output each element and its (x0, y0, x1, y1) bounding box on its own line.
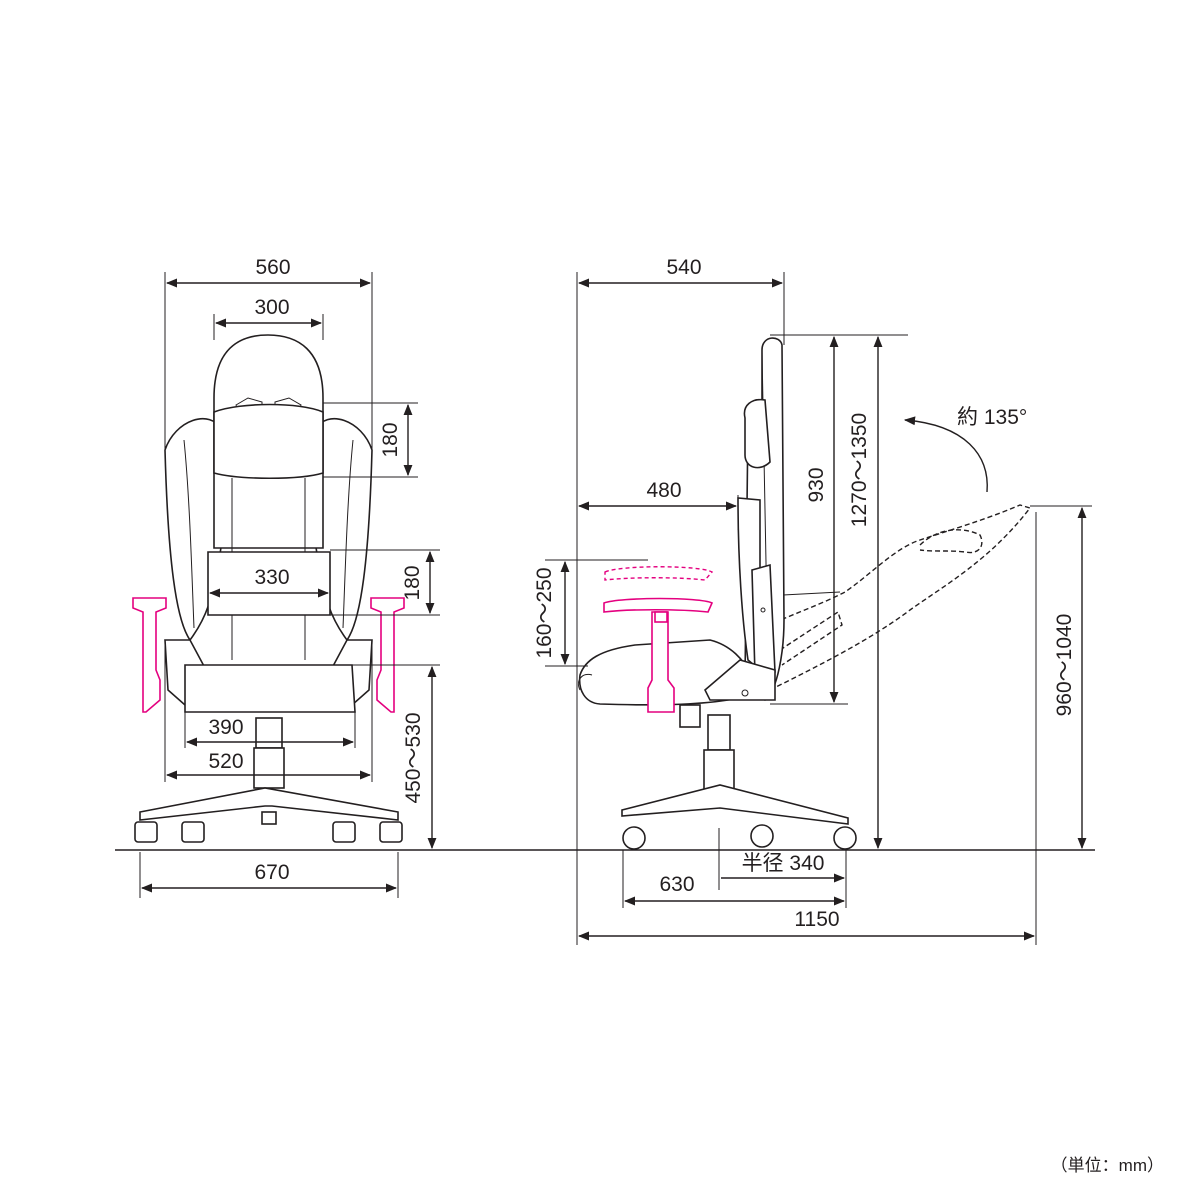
side-seat-depth-label: 480 (646, 479, 681, 502)
front-armrests (132, 597, 405, 713)
front-lumbar-width-label: 330 (254, 566, 289, 589)
front-view-chair (132, 334, 405, 843)
side-armrest (603, 566, 714, 713)
front-width-label: 560 (255, 256, 290, 279)
side-armrest-height-label: 160～250 (533, 567, 556, 658)
side-dimension-lines (545, 272, 1092, 945)
front-pillow-height-label: 180 (379, 422, 402, 457)
side-depth-label: 540 (666, 256, 701, 279)
front-base-width-label: 670 (254, 861, 289, 884)
front-dimension-lines (139, 272, 440, 898)
side-recline-angle-label: 約 135° (957, 406, 1027, 429)
front-lumbar-height-label: 180 (401, 565, 424, 600)
side-base-depth-label: 630 (659, 873, 694, 896)
front-seat-width-label: 390 (208, 716, 243, 739)
front-seat-height-label: 450～530 (402, 712, 425, 803)
side-reclined-height-label: 960～1040 (1053, 614, 1076, 717)
side-total-height-label: 1270～1350 (848, 413, 871, 527)
front-armrest-span-label: 520 (208, 750, 243, 773)
side-reclined-length-label: 1150 (794, 908, 839, 931)
front-headrest-width-label: 300 (254, 296, 289, 319)
side-caster-radius-label: 半径 340 (742, 852, 825, 875)
front-casters (134, 821, 403, 843)
side-back-height-label: 930 (805, 467, 828, 502)
side-view-chair (578, 337, 1032, 850)
unit-note: （単位：mm） (1050, 1156, 1164, 1175)
